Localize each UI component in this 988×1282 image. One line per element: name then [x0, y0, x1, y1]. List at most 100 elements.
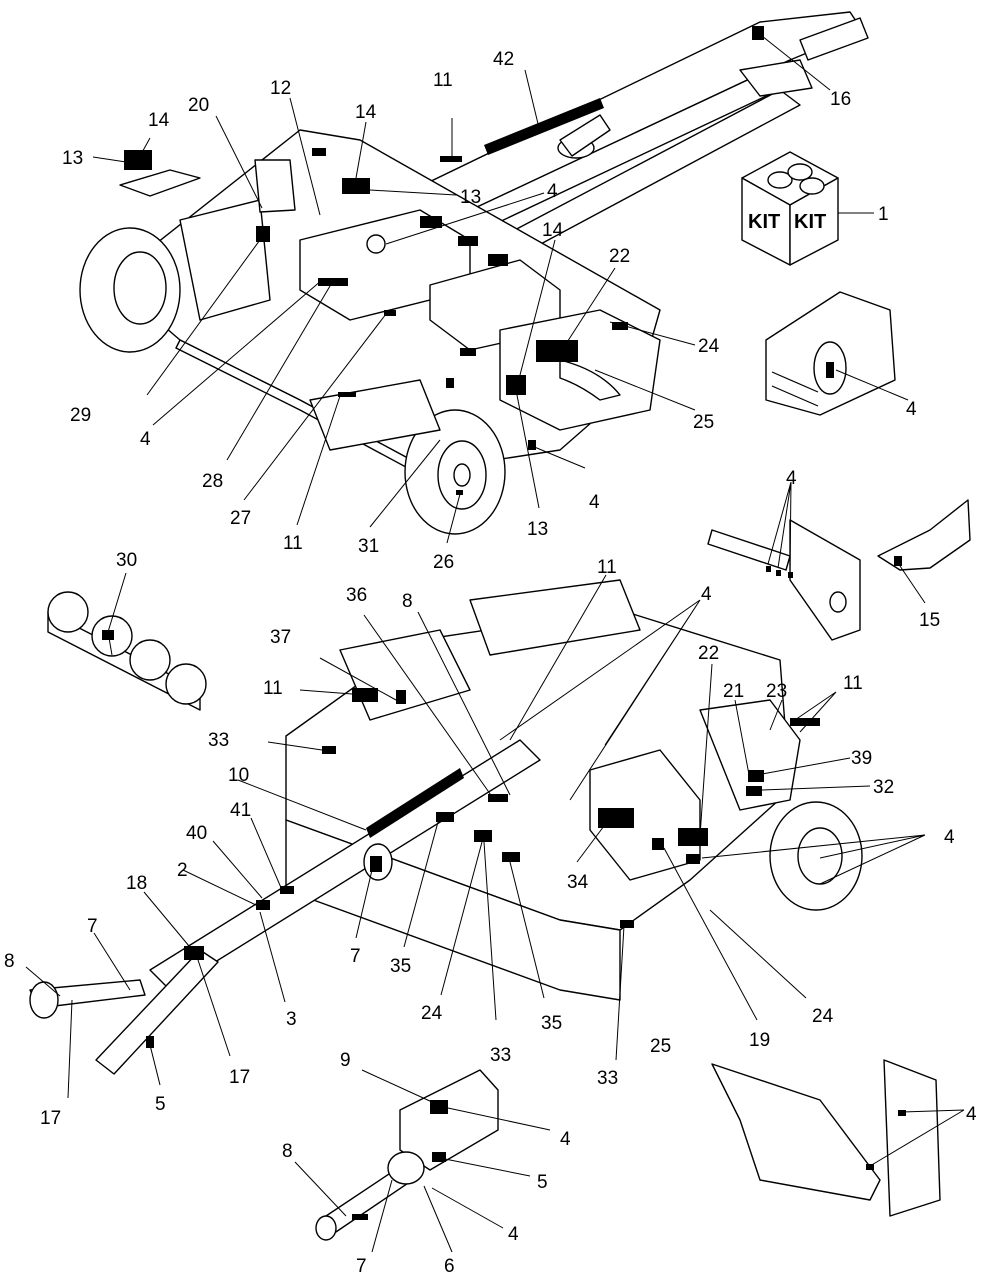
decal-4-circle: [366, 234, 386, 254]
cutter-disc-4: [165, 663, 207, 705]
callout: 41: [230, 800, 251, 821]
callout: 3: [286, 1009, 297, 1030]
decal-11-panel: [338, 392, 356, 397]
callout: 4: [547, 181, 558, 202]
decal-19: [652, 838, 664, 850]
callout: 26: [433, 552, 454, 573]
callout: 4: [944, 827, 955, 848]
decal-39: [748, 770, 764, 782]
callout: 11: [597, 557, 617, 578]
hitch-plate: [399, 1069, 499, 1171]
callout: 4: [966, 1104, 977, 1125]
kit-roll-b: [787, 163, 813, 181]
decal-8-hitch: [352, 1214, 368, 1220]
lower-pto-yoke: [29, 981, 59, 1019]
callout: 8: [282, 1141, 293, 1162]
callout: 24: [812, 1006, 834, 1027]
hitch-detail: [315, 1069, 499, 1241]
callout: 11: [283, 533, 303, 554]
decal-7-lower: [370, 856, 382, 872]
callout: 18: [126, 873, 147, 894]
callout: 4: [701, 584, 712, 605]
driveline-guard-top: [559, 114, 611, 157]
callout: 4: [508, 1224, 519, 1245]
right-wheel-hub: [453, 463, 471, 487]
decal-top-b: [458, 236, 478, 246]
callout: 4: [589, 492, 600, 513]
callout: 36: [346, 585, 367, 606]
callout: 22: [698, 643, 719, 664]
callout: 14: [355, 102, 377, 123]
kit-roll-a: [767, 171, 793, 189]
gearbox-shield-detail: [765, 291, 896, 416]
left-wheel-arm: [179, 199, 271, 321]
callout: 39: [851, 748, 872, 769]
callout: 15: [919, 610, 940, 631]
callout: 20: [188, 95, 209, 116]
side-panel-left: [711, 1063, 881, 1201]
callout: 7: [350, 946, 361, 967]
decal-33-center: [474, 830, 492, 842]
bracket-15-detail: [877, 499, 971, 571]
callout: 1: [878, 204, 889, 225]
callout: 4: [140, 429, 151, 450]
left-wheel-rim: [113, 251, 167, 325]
callout: 13: [62, 148, 83, 169]
decal-42-strip: [484, 98, 604, 155]
decal-13-side: [506, 375, 526, 395]
decal-22-lower: [678, 828, 708, 846]
callout: 4: [560, 1129, 571, 1150]
callout: 31: [358, 536, 379, 557]
decal-11-top: [440, 156, 462, 162]
kit-label-left: KIT: [748, 211, 780, 233]
lower-rear-frame: [469, 579, 641, 656]
callout: 16: [830, 89, 851, 110]
callout: 42: [493, 49, 514, 70]
decal-35-a: [436, 812, 454, 822]
driveline-shaft-detail: [707, 519, 861, 641]
bracket-15-body: [877, 499, 971, 571]
callout: 14: [542, 220, 564, 241]
callout: 11: [843, 673, 863, 694]
gearbox-shield-ribs: [771, 371, 819, 407]
decal-top-c: [488, 254, 508, 266]
decal-24-top: [612, 322, 628, 330]
decal-2: [256, 900, 270, 910]
callout: 4: [786, 468, 797, 489]
callout: 11: [263, 678, 283, 699]
decal-9: [430, 1100, 448, 1114]
cutter-disc-3: [129, 639, 171, 681]
kit-label-right: KIT: [794, 211, 826, 233]
leader-lines: [25, 35, 965, 1253]
shaft-shield-plate: [789, 519, 861, 641]
callout: 13: [527, 519, 548, 540]
callout: 13: [460, 187, 481, 208]
gearbox-shield-decal: [826, 362, 834, 378]
decal-5-lower: [146, 1036, 154, 1048]
callout: 24: [698, 336, 720, 357]
decal-33-left: [322, 746, 336, 754]
callout: 25: [693, 412, 714, 433]
hitch-clevis: [799, 17, 869, 61]
callout-labels: 11 42 12 20 14 13 14 13 4 16 1 14 22 24 …: [4, 49, 977, 1277]
shaft-plate-hole: [829, 591, 847, 613]
hitch-bracket: [739, 59, 813, 97]
decal-10-strip: [366, 768, 464, 838]
callout: 29: [70, 405, 91, 426]
bottom-decals: [146, 688, 820, 1048]
callout: 4: [906, 399, 917, 420]
decal-11-lower: [352, 688, 378, 702]
lower-tongue-hitch: [95, 949, 219, 1075]
callout: 17: [40, 1108, 61, 1129]
side-panel-right: [883, 1059, 941, 1217]
cutterbar-decal-30: [102, 630, 114, 640]
top-decals: [124, 26, 764, 495]
callout: 2: [177, 860, 188, 881]
decal-14-center: [342, 178, 370, 194]
callout: 33: [208, 730, 229, 751]
callout: 8: [4, 951, 15, 972]
callout: 6: [444, 1256, 455, 1277]
decal-32: [746, 786, 762, 796]
decal-18: [184, 946, 204, 960]
belt-guard-arrow: [559, 359, 621, 401]
